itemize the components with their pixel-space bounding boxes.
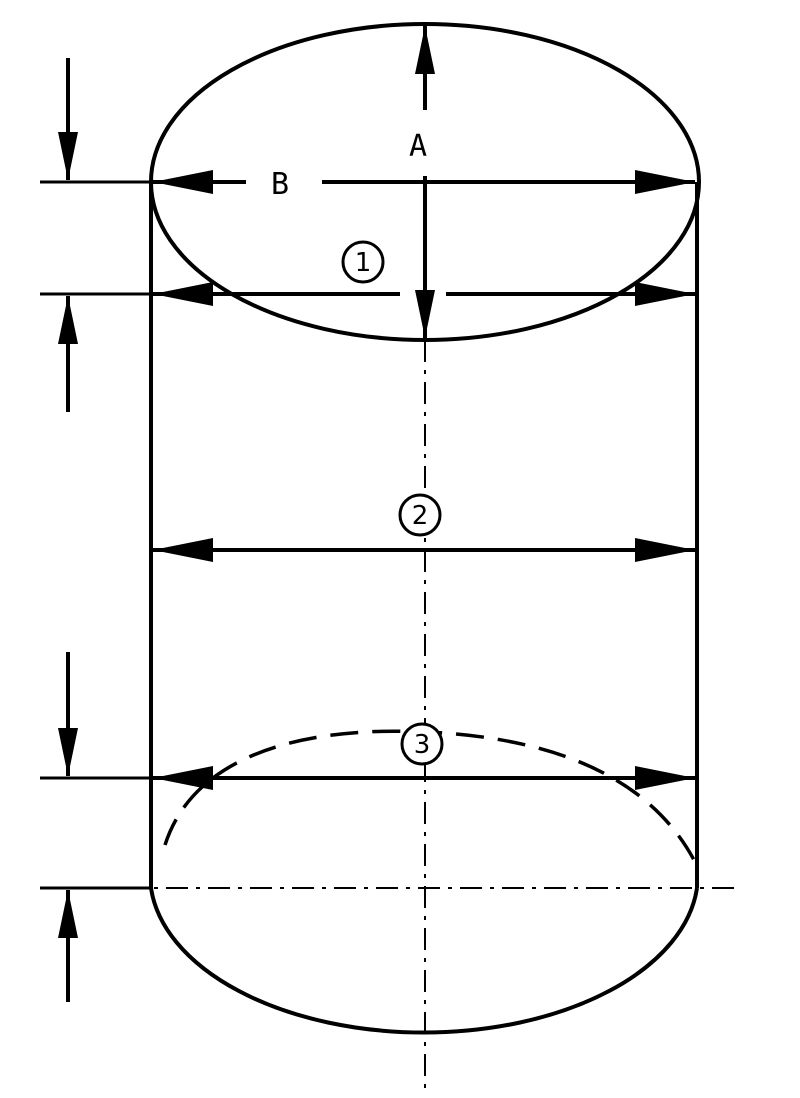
section-marker-3-label: 3 <box>414 730 431 760</box>
section-marker-1-label: 1 <box>355 248 372 278</box>
section-marker-3: 3 <box>400 722 444 766</box>
label-b: B <box>271 167 289 202</box>
label-a-bg <box>395 118 441 162</box>
label-b-bg <box>250 162 316 202</box>
section-marker-1: 1 <box>341 240 385 284</box>
label-a: A <box>409 129 427 164</box>
extension-lines <box>40 180 151 890</box>
center-lines <box>40 340 740 1095</box>
section-marker-2: 2 <box>398 493 442 537</box>
section-marker-2-label: 2 <box>412 501 429 531</box>
